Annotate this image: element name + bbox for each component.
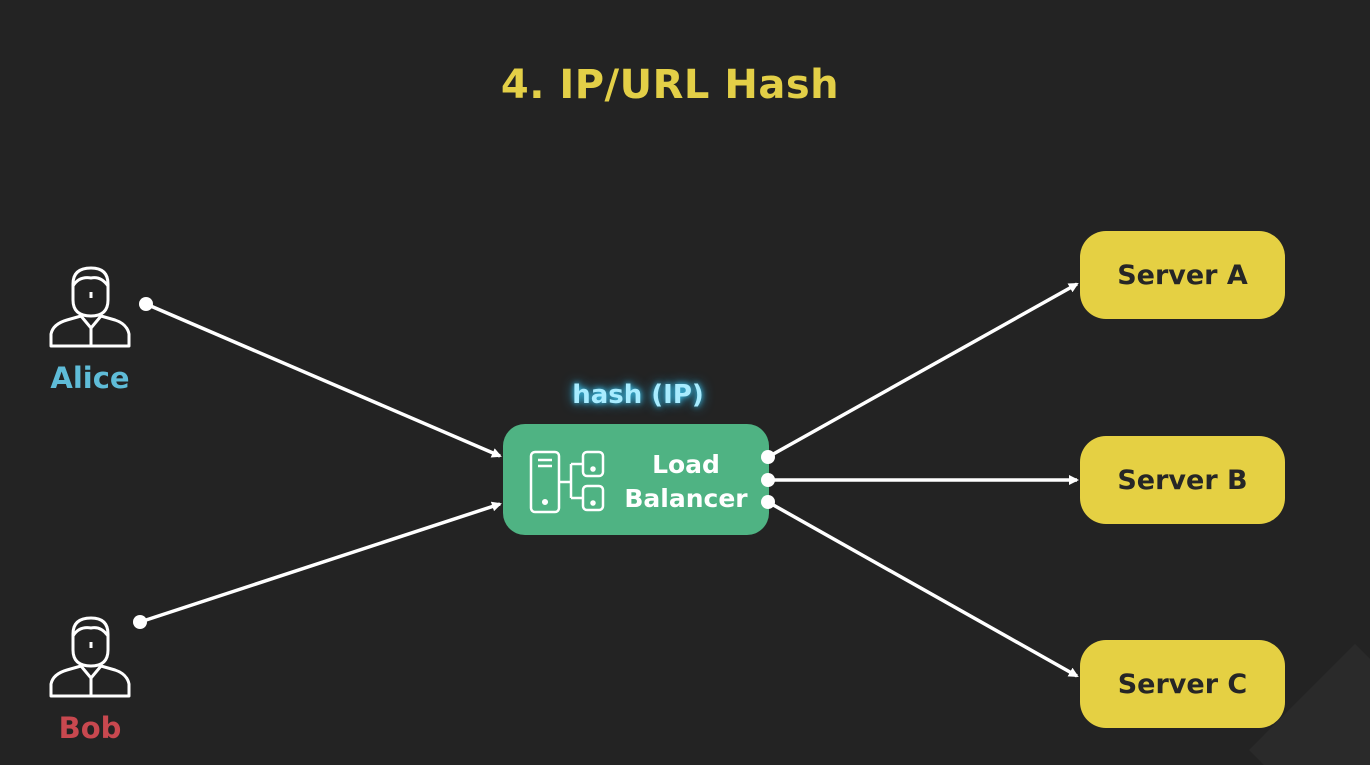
arrow-lb-to-server-a [767,282,1079,459]
lb-output-dot-a [761,450,775,464]
server-b-node: Server B [1080,436,1285,524]
server-a-node: Server A [1080,231,1285,319]
arrow-lb-to-server-c [767,500,1079,678]
lb-output-dot-c [761,495,775,509]
alice-user-icon [49,266,131,348]
load-balancer-label-line1: Load [652,450,720,479]
server-c-node: Server C [1080,640,1285,728]
load-balancer-label: Load Balancer [621,448,751,516]
alice-connector-dot [139,297,153,311]
load-balancer-node: Load Balancer [503,424,769,535]
alice-label: Alice [50,361,130,395]
bob-label: Bob [58,711,122,745]
server-rack-icon [529,450,605,514]
arrow-bob-to-lb [139,501,502,624]
diagram-title: 4. IP/URL Hash [500,62,840,108]
bob-user-icon [49,616,131,698]
load-balancer-label-line2: Balancer [624,484,748,513]
lb-output-dot-b [761,473,775,487]
arrow-alice-to-lb [145,302,502,458]
hash-ip-tag: hash (IP) [572,380,704,410]
bob-connector-dot [133,615,147,629]
